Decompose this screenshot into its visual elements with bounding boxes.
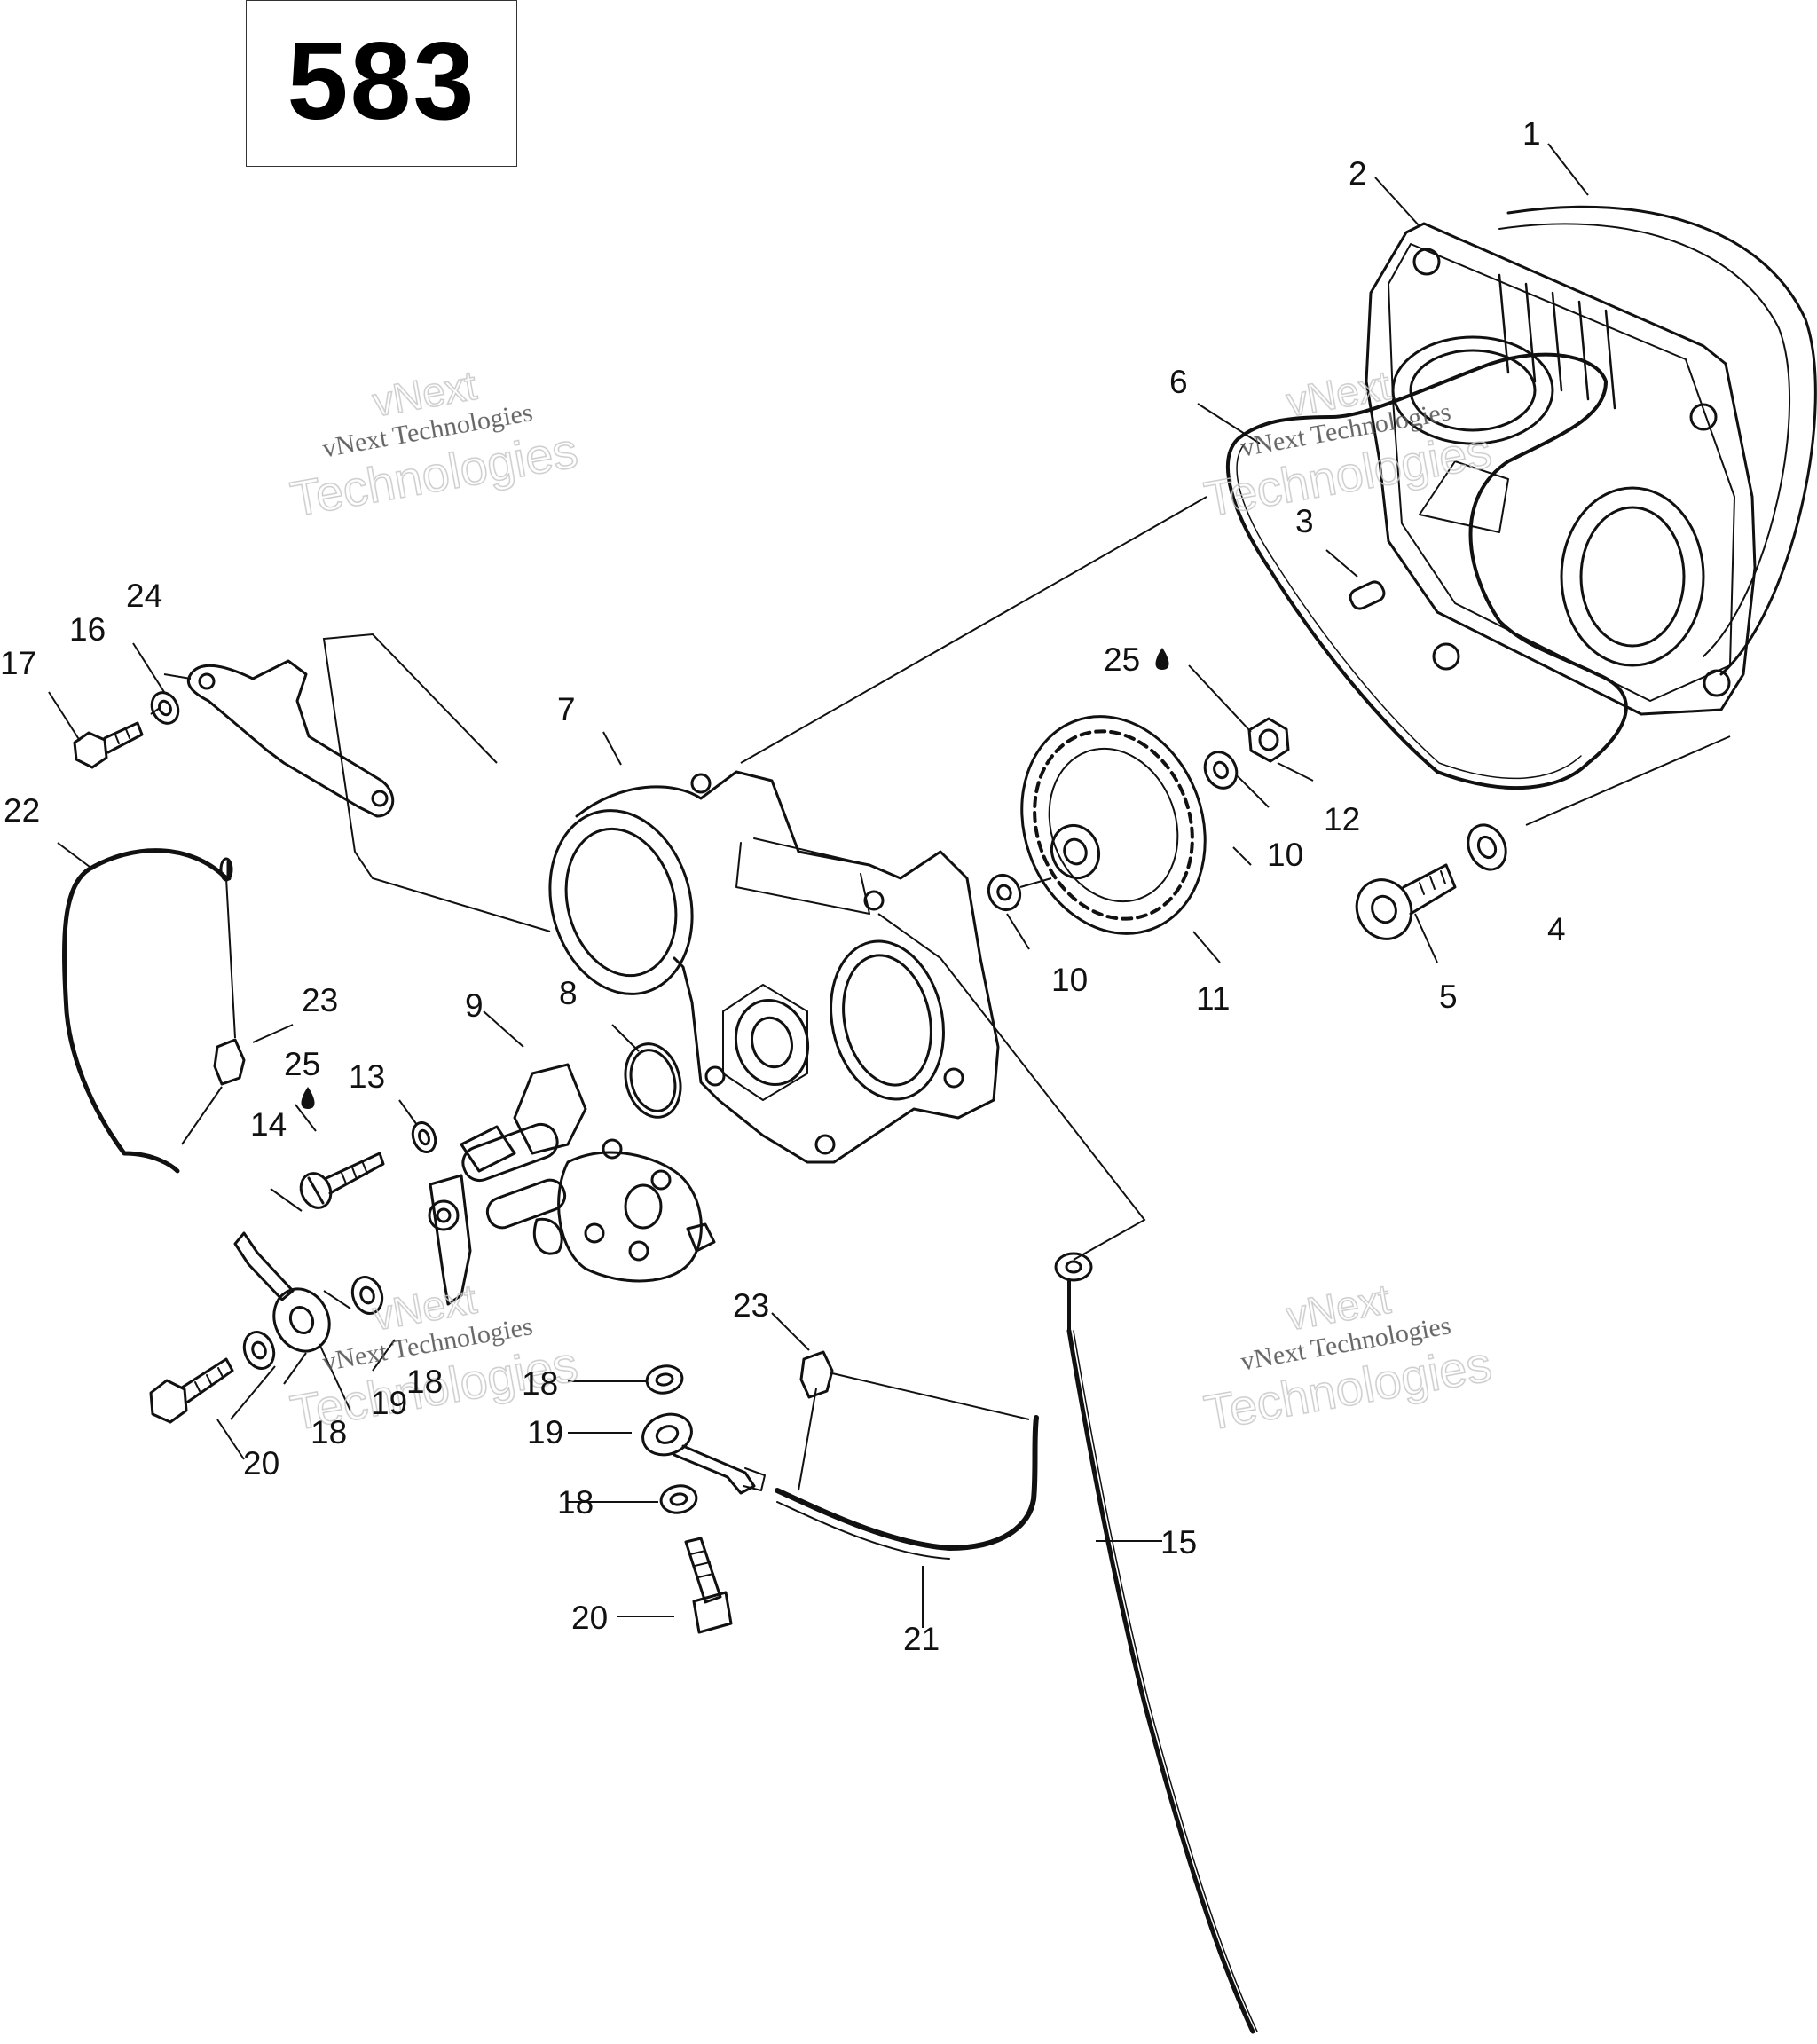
callout-6: 6 <box>1169 364 1188 400</box>
callout-8: 8 <box>559 975 578 1011</box>
callout-19-b: 19 <box>527 1414 563 1450</box>
callout-3: 3 <box>1295 503 1314 539</box>
oil-drop-icon <box>301 1087 315 1109</box>
callout-21: 21 <box>903 1621 940 1657</box>
part-19-banjo-left <box>233 1231 331 1353</box>
part-13-washer <box>411 1121 437 1153</box>
callout-9: 9 <box>465 987 484 1024</box>
part-10-washer-bottom <box>987 874 1022 911</box>
callout-11: 11 <box>1196 980 1230 1017</box>
callout-16: 16 <box>69 611 106 648</box>
part-14-screw <box>299 1152 385 1209</box>
callout-24: 24 <box>126 578 162 614</box>
callout-20-b: 20 <box>571 1600 608 1636</box>
callout-23-b: 23 <box>733 1287 769 1324</box>
part-7-housing <box>548 770 1000 1164</box>
part-18-washer-3 <box>645 1364 684 1395</box>
part-18-washer-4 <box>659 1484 698 1514</box>
part-3-dowel <box>1349 580 1386 610</box>
callout-18-c: 18 <box>522 1365 558 1402</box>
callout-12: 12 <box>1324 801 1360 837</box>
part-10-washer-top <box>1203 751 1239 790</box>
callout-18-a: 18 <box>406 1364 443 1400</box>
leader-lines <box>48 143 1731 1628</box>
callout-20-a: 20 <box>243 1445 279 1482</box>
part-22-hose <box>62 848 233 1174</box>
callout-10-top: 10 <box>1267 837 1303 873</box>
part-4-washer <box>1467 823 1507 871</box>
part-17-hex-bolt <box>73 721 144 769</box>
oil-drop-icon <box>1155 648 1169 670</box>
part-8-o-ring <box>624 1042 682 1119</box>
page-number: 583 <box>287 20 476 143</box>
callout-23-a: 23 <box>302 982 338 1018</box>
callout-7: 7 <box>557 691 576 727</box>
callout-19-a: 19 <box>371 1385 407 1421</box>
callout-17: 17 <box>0 645 36 681</box>
page-number-box: 583 <box>246 0 517 167</box>
part-19-banjo-right <box>641 1412 766 1495</box>
part-12-nut <box>1247 717 1290 763</box>
part-24-bracket <box>186 659 395 818</box>
callout-2: 2 <box>1349 155 1367 192</box>
callout-18-d: 18 <box>557 1484 594 1521</box>
callout-1: 1 <box>1522 115 1541 152</box>
part-16-washer <box>150 691 180 725</box>
part-21-hose <box>775 1415 1039 1560</box>
callout-14: 14 <box>250 1106 287 1143</box>
callout-15: 15 <box>1160 1524 1197 1561</box>
callout-18-b: 18 <box>311 1414 347 1450</box>
part-1-ring <box>1498 205 1817 676</box>
part-9-oil-pump <box>428 1063 716 1306</box>
oil-drop-icons <box>301 648 1169 1109</box>
callout-13: 13 <box>349 1058 385 1095</box>
part-6-gasket <box>1226 352 1628 790</box>
part-5-cap-screw <box>1355 863 1457 940</box>
part-11-gear <box>1020 715 1207 935</box>
callout-10-bottom: 10 <box>1051 962 1088 998</box>
part-15-wire <box>1054 1252 1258 2034</box>
part-23-clamp-right <box>799 1350 834 1399</box>
callout-5: 5 <box>1439 979 1458 1015</box>
callout-labels: 1 2 3 4 5 6 7 8 9 10 10 11 12 13 14 15 1… <box>0 115 1566 1657</box>
part-23-clamp-left <box>213 1038 246 1086</box>
part-20-bolt-left <box>149 1357 234 1424</box>
part-18-washer-1 <box>350 1276 384 1315</box>
callout-22: 22 <box>4 792 40 829</box>
callout-4: 4 <box>1547 911 1566 947</box>
part-20-bolt-right <box>684 1537 733 1634</box>
callout-25-b: 25 <box>284 1046 320 1082</box>
part-18-washer-2 <box>242 1331 276 1370</box>
callout-25-a: 25 <box>1104 641 1140 678</box>
